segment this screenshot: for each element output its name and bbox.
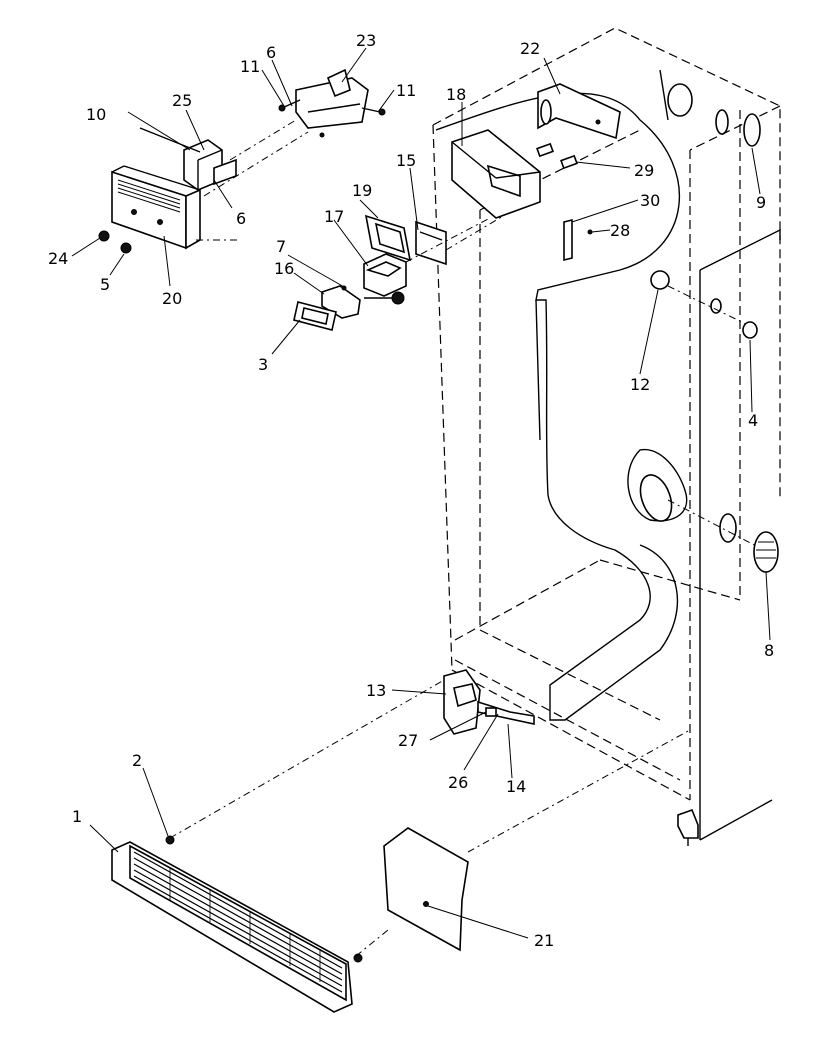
part-12-bulb-socket [650,270,751,327]
callout-6-bottom: 6 [236,209,246,228]
callout-5: 5 [100,275,110,294]
cabinet-foot [677,808,699,839]
callout-23: 23 [356,31,376,50]
part-5-knob [120,242,132,254]
part-20-control-panel [111,165,201,250]
part-1-grille [111,835,363,1013]
callout-12: 12 [630,375,650,394]
part-8-lamp [753,531,779,573]
callout-7: 7 [276,237,286,256]
callout-21: 21 [534,931,554,950]
callout-9: 9 [756,193,766,212]
callout-11-left: 11 [240,57,260,76]
callout-24: 24 [48,249,68,268]
assembly-guides-top [196,119,309,241]
part-9-light-socket [659,69,761,147]
callout-18: 18 [446,85,466,104]
part-24-knob [98,230,110,242]
assembly-guides-dispenser [405,199,531,263]
part-26-27-bracket [477,700,535,725]
part-23-bracket [278,68,386,138]
callout-4: 4 [748,411,758,430]
callout-28: 28 [610,221,630,240]
part-30-28-clip [563,218,593,262]
guide-panel-to-cabinet [467,729,691,853]
callout-17: 17 [324,207,344,226]
callout-2: 2 [132,751,142,770]
part-29-pin [536,142,578,170]
guide-grille-to-hinge [169,679,445,839]
leader-lines [71,47,771,939]
callout-labels: 1 2 3 4 5 6 6 7 8 9 10 11 11 12 13 14 15… [48,31,774,950]
callout-15: 15 [396,151,416,170]
callout-22: 22 [520,39,540,58]
callout-10: 10 [86,105,106,124]
part-22-bracket [537,83,621,140]
callout-27: 27 [398,731,418,750]
callout-26: 26 [448,773,468,792]
duct-opening [627,448,761,549]
part-18-housing [451,129,541,219]
part-13-hinge [443,669,481,735]
part-19-frame [364,214,412,262]
part-21-panel [383,827,469,952]
part-15-plate [415,220,447,266]
part-17-block [363,253,407,305]
callout-20: 20 [162,289,182,308]
callout-8: 8 [764,641,774,660]
callout-3: 3 [258,355,268,374]
callout-16: 16 [274,259,294,278]
callout-29: 29 [634,161,654,180]
part-4-nut [742,321,758,339]
guide-grille-to-panel [355,929,389,957]
callout-25: 25 [172,91,192,110]
callout-1: 1 [72,807,82,826]
part-10-wire [139,127,201,153]
part-3-pad [293,301,337,331]
callout-11-right: 11 [396,81,416,100]
callout-30: 30 [640,191,660,210]
callout-19: 19 [352,181,372,200]
callout-14: 14 [506,777,526,796]
callout-6-top: 6 [266,43,276,62]
part-25-switch [183,139,237,191]
callout-13: 13 [366,681,386,700]
